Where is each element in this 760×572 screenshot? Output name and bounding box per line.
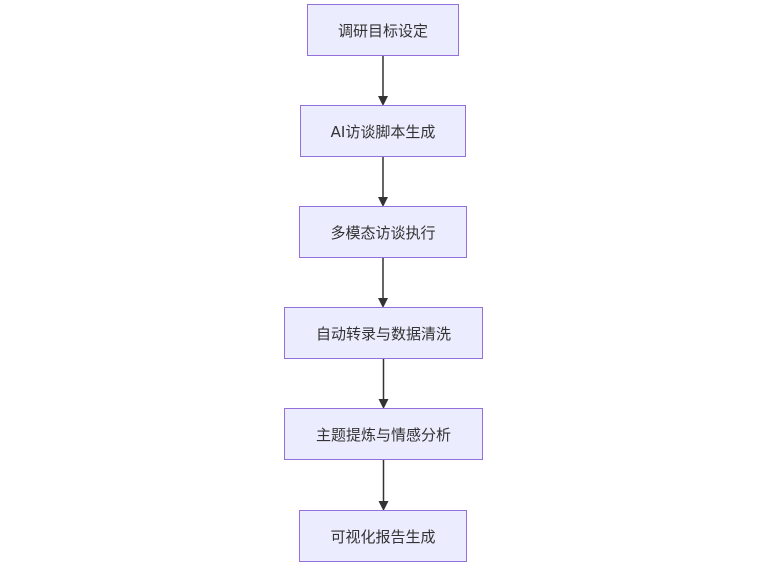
flow-node-label: 多模态访谈执行 [330,223,436,242]
flow-node-label: AI访谈脚本生成 [330,122,436,141]
flow-node-visual-report: 可视化报告生成 [299,510,467,562]
flow-node-theme-sentiment: 主题提炼与情感分析 [284,408,483,460]
flow-node-label: 可视化报告生成 [330,527,436,546]
flow-node-label: 调研目标设定 [337,21,428,40]
flow-node-transcription-cleaning: 自动转录与数据清洗 [284,307,483,359]
flow-node-label: 自动转录与数据清洗 [315,324,451,343]
flow-node-multimodal-interview: 多模态访谈执行 [299,206,467,258]
flow-node-research-goal: 调研目标设定 [307,4,459,56]
flow-node-label: 主题提炼与情感分析 [315,425,451,444]
flow-node-ai-script: AI访谈脚本生成 [300,105,466,157]
